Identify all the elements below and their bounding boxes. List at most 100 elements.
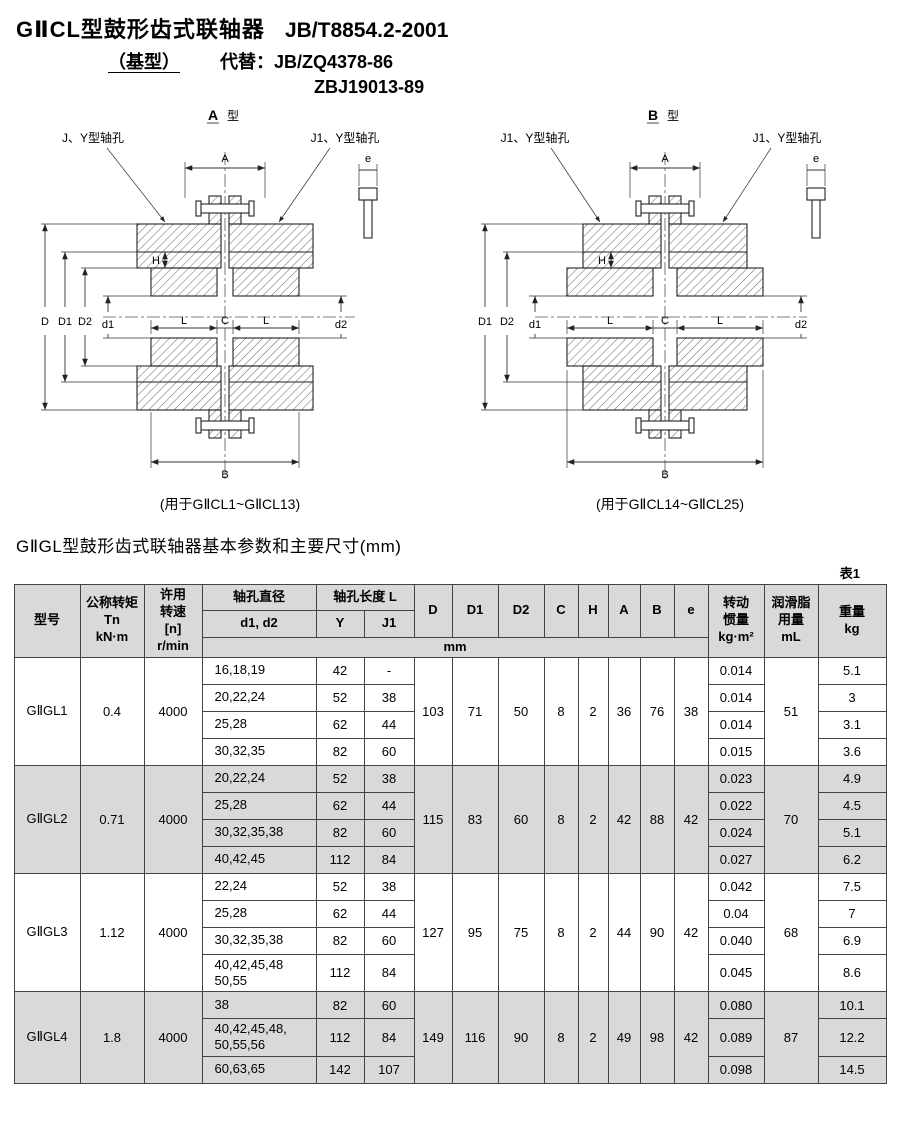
table-section-head: GⅡGL型鼓形齿式联轴器基本参数和主要尺寸(mm) 表1 — [0, 514, 900, 584]
dim-h-cell: 2 — [577, 872, 609, 993]
parameters-table: 型号 公称转矩 Tn kN·m 许用 转速 [n] r/min 轴孔直径 轴孔长… — [13, 583, 887, 1084]
inertia-cell: 0.080 — [707, 991, 765, 1020]
inertia-cell: 0.04 — [707, 899, 765, 928]
weight-cell: 4.9 — [817, 764, 887, 793]
type-letter: B — [648, 107, 658, 123]
title-row: GⅡCL型鼓形齿式联轴器 JB/T8854.2-2001 — [16, 12, 900, 44]
dim-d-label: D — [41, 316, 49, 328]
dim-d2-cell: 50 — [497, 656, 545, 766]
col-header-e: e — [673, 584, 709, 638]
bore-diameter-cell: 25,28 — [201, 899, 317, 928]
type-word: 型 — [667, 109, 679, 123]
replaces-standard-1: 代替：JB/ZQ4378-86 — [220, 52, 394, 72]
weight-header-line: 重量 — [838, 603, 865, 619]
length-y-cell: 62 — [315, 710, 365, 739]
figure-b-drawing: B 型 A J1、Y型轴孔 J1、Y型轴孔 e H — [478, 107, 826, 481]
length-j1-cell: 60 — [363, 926, 415, 955]
dim-b-cell: 76 — [639, 656, 675, 766]
dim-d1-small-label: d1 — [102, 319, 114, 331]
speed-cell: 4000 — [143, 991, 203, 1084]
col-header-bore-diameter: 轴孔直径 — [201, 583, 317, 612]
dim-d2-cell: 75 — [497, 872, 545, 993]
length-j1-cell: 107 — [363, 1055, 415, 1084]
page-title: GⅡCL型鼓形齿式联轴器 — [16, 17, 265, 42]
col-header-grease: 润滑脂 用量 mL — [763, 584, 819, 658]
inertia-cell: 0.014 — [707, 710, 765, 739]
dim-d-cell: 127 — [413, 872, 453, 993]
speed-header-line: 转速 — [159, 603, 186, 619]
length-j1-cell: 38 — [363, 872, 415, 901]
dim-a-cell: 36 — [607, 656, 641, 766]
col-header-c: C — [543, 584, 579, 638]
replaces-standard-2: ZBJ19013-89 — [314, 77, 425, 97]
dim-e-cell: 42 — [673, 872, 709, 993]
table-section-title: GⅡGL型鼓形齿式联轴器基本参数和主要尺寸(mm) — [16, 537, 402, 556]
dim-d2-cell: 60 — [497, 764, 545, 874]
document-page: GⅡCL型鼓形齿式联轴器 JB/T8854.2-2001 （基型） 代替：JB/… — [0, 12, 900, 1084]
weight-cell: 6.2 — [817, 845, 887, 874]
grease-cell: 70 — [763, 764, 819, 874]
inertia-cell: 0.098 — [707, 1055, 765, 1084]
coupling-section — [566, 187, 826, 439]
grease-header-line: mL — [781, 629, 801, 645]
model-cell: GⅡGL1 — [13, 656, 81, 766]
weight-cell: 7.5 — [817, 872, 887, 901]
dim-e-cell: 38 — [673, 656, 709, 766]
dim-c-label: C — [221, 315, 229, 327]
dim-d-cell: 149 — [413, 991, 453, 1084]
bore-diameter-cell: 40,42,45 — [201, 845, 317, 874]
weight-cell: 3.6 — [817, 737, 887, 766]
col-header-model: 型号 — [13, 584, 81, 658]
type-word: 型 — [227, 109, 239, 123]
dim-e-label: e — [813, 153, 819, 165]
dim-e-label: e — [365, 153, 371, 165]
dim-l-right-label: L — [717, 315, 723, 327]
length-y-cell: 52 — [315, 764, 365, 793]
grease-cell: 68 — [763, 872, 819, 993]
subtitle-row: （基型） 代替：JB/ZQ4378-86 — [108, 48, 900, 74]
dim-b-label: B — [661, 469, 668, 481]
length-j1-cell: 60 — [363, 818, 415, 847]
length-j1-cell: 38 — [363, 764, 415, 793]
bore-diameter-cell: 30,32,35 — [201, 737, 317, 766]
model-cell: GⅡGL4 — [13, 991, 81, 1084]
figure-b-caption: (用于GⅡCL14~GⅡCL25) — [596, 496, 744, 512]
dim-d-cell: 103 — [413, 656, 453, 766]
standard-number: JB/T8854.2-2001 — [284, 19, 449, 42]
bore-diameter-cell: 20,22,24 — [201, 764, 317, 793]
weight-cell: 14.5 — [817, 1055, 887, 1084]
inertia-cell: 0.045 — [707, 953, 765, 993]
dim-b-cell: 98 — [639, 991, 675, 1084]
grease-header-line: 润滑脂 — [771, 595, 811, 611]
dim-b-label: B — [221, 469, 228, 481]
dim-d1-cell: 116 — [451, 991, 499, 1084]
header-row-2: d1, d2 Y J1 — [14, 610, 886, 638]
dim-e-cell: 42 — [673, 764, 709, 874]
bore-diameter-cell: 16,18,19 — [201, 656, 317, 685]
col-header-b: B — [639, 584, 675, 638]
weight-header-line: kg — [844, 620, 860, 636]
torque-header-line: 公称转矩 — [85, 595, 138, 611]
weight-cell: 12.2 — [817, 1018, 887, 1057]
dim-d1-cell: 95 — [451, 872, 499, 993]
torque-cell: 0.71 — [79, 764, 145, 874]
weight-cell: 6.9 — [817, 926, 887, 955]
speed-header-line: 许用 — [159, 587, 186, 602]
bore-diameter-cell: 40,42,45,48, 50,55,56 — [201, 1018, 317, 1057]
dim-l-left-label: L — [607, 315, 613, 327]
inertia-cell: 0.014 — [707, 656, 765, 685]
length-y-cell: 82 — [315, 818, 365, 847]
col-header-bore-length: 轴孔长度 L — [315, 583, 415, 612]
dimension-lines: A 型 A J、Y型轴孔 J1、Y型轴孔 e H — [41, 107, 379, 481]
dim-a-label: A — [661, 153, 669, 165]
bore-diameter-cell: 20,22,24 — [201, 683, 317, 712]
dim-d1-cell: 71 — [451, 656, 499, 766]
length-j1-cell: 84 — [363, 1018, 415, 1057]
inertia-header-line: 转动 — [722, 595, 749, 611]
